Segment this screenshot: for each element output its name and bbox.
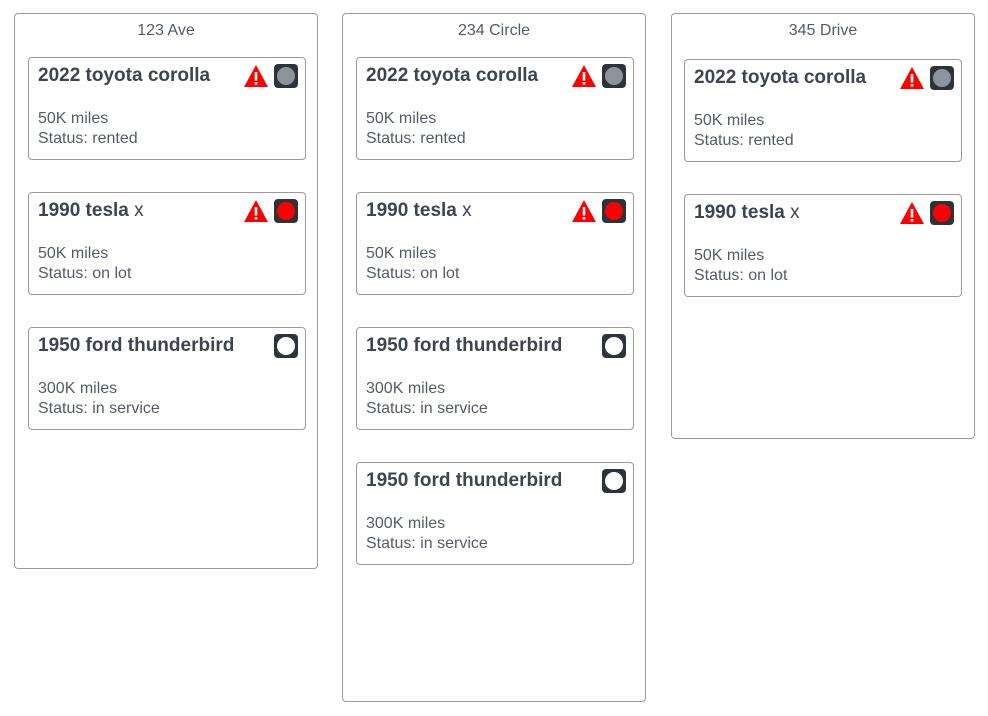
vehicle-title: 1950 ford thunderbird [366,470,563,491]
vehicle-miles: 300K miles [366,515,446,532]
vehicle-title: 2022 toyota corolla [366,65,539,86]
status-gray-icon [274,64,298,88]
vehicle-miles: 50K miles [38,245,109,262]
status-gray-icon [930,66,954,90]
column-title: 345 Drive [788,22,858,39]
status-white-icon [602,334,626,358]
vehicle-card[interactable]: 1950 ford thunderbird 300K miles Status:… [356,327,634,430]
column-title: 123 Ave [137,22,195,39]
column-123-ave: 123 Ave 2022 toyota corolla 50K miles St… [14,13,318,569]
vehicle-card[interactable]: 1990 tesla x 50K miles Status: on lot [684,194,962,297]
status-red-icon [930,201,954,225]
vehicle-title: 1950 ford thunderbird [38,335,235,356]
vehicle-status: Status: on lot [366,265,460,282]
status-red-icon [274,199,298,223]
warning-triangle-icon [572,200,596,222]
vehicle-title: 1950 ford thunderbird [366,335,563,356]
vehicle-miles: 300K miles [366,380,446,397]
warning-triangle-icon [244,65,268,87]
vehicle-card[interactable]: 1950 ford thunderbird 300K miles Status:… [356,462,634,565]
vehicle-card[interactable]: 1990 tesla x 50K miles Status: on lot [356,192,634,295]
status-white-icon [274,334,298,358]
vehicle-card[interactable]: 2022 toyota corolla 50K miles Status: re… [684,59,962,162]
vehicle-title: 1990 tesla x [38,200,144,221]
vehicle-status: Status: rented [694,132,794,149]
vehicle-status: Status: in service [366,400,488,417]
vehicle-status: Status: in service [366,535,488,552]
vehicle-title: 1990 tesla x [366,200,472,221]
vehicle-title: 1990 tesla x [694,202,800,223]
vehicle-miles: 50K miles [366,110,437,127]
vehicle-card[interactable]: 1950 ford thunderbird 300K miles Status:… [28,327,306,430]
vehicle-status: Status: in service [38,400,160,417]
warning-triangle-icon [244,200,268,222]
vehicle-card[interactable]: 2022 toyota corolla 50K miles Status: re… [356,57,634,160]
status-red-icon [602,199,626,223]
status-white-icon [602,469,626,493]
status-gray-icon [602,64,626,88]
vehicle-miles: 50K miles [366,245,437,262]
vehicle-status: Status: on lot [38,265,132,282]
vehicle-miles: 50K miles [38,110,109,127]
vehicle-miles: 50K miles [694,247,765,264]
vehicle-miles: 50K miles [694,112,765,129]
vehicle-status: Status: rented [38,130,138,147]
column-234-circle: 234 Circle 2022 toyota corolla 50K miles… [342,13,646,702]
vehicle-title: 2022 toyota corolla [38,65,211,86]
vehicle-status: Status: on lot [694,267,788,284]
vehicle-card[interactable]: 2022 toyota corolla 50K miles Status: re… [28,57,306,160]
column-345-drive: 345 Drive 2022 toyota corolla 50K miles … [671,13,975,439]
vehicle-miles: 300K miles [38,380,118,397]
vehicle-title: 2022 toyota corolla [694,67,867,88]
warning-triangle-icon [900,202,924,224]
vehicle-card[interactable]: 1990 tesla x 50K miles Status: on lot [28,192,306,295]
vehicle-status: Status: rented [366,130,466,147]
warning-triangle-icon [572,65,596,87]
warning-triangle-icon [900,67,924,89]
column-title: 234 Circle [457,22,531,39]
